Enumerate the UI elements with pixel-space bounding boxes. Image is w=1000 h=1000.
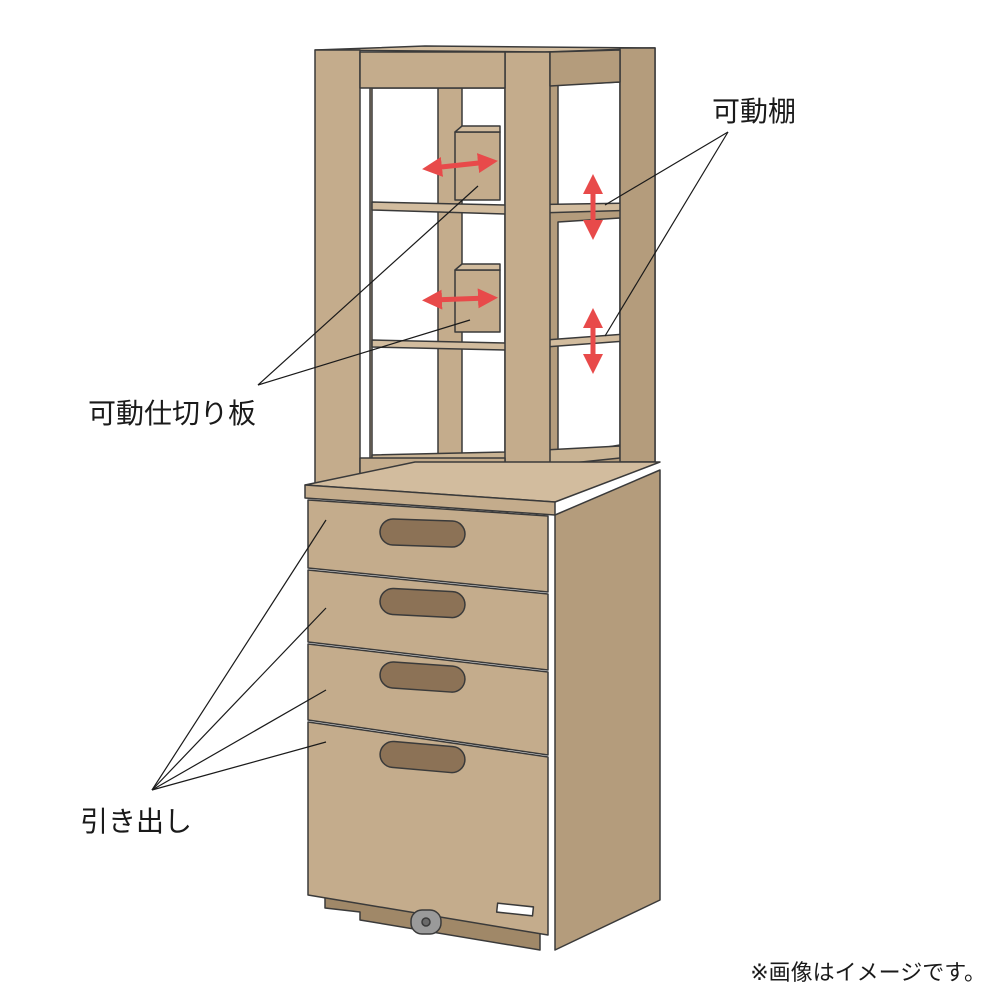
leader-drawer-2 xyxy=(151,607,327,791)
drawer-handle-1 xyxy=(379,518,466,548)
rear-right-post xyxy=(619,47,656,463)
drawer-front-4 xyxy=(307,721,549,936)
label-plate xyxy=(495,902,535,917)
label-drawers: 引き出し xyxy=(80,805,193,838)
side-top-rail xyxy=(549,49,621,87)
label-adjustable-divider: 可動仕切り板 xyxy=(88,397,257,430)
divider-upper-top xyxy=(454,125,501,133)
adjustment-arrows xyxy=(422,153,603,374)
leader-divider-upper xyxy=(257,185,479,386)
leader-drawer-1 xyxy=(151,519,327,791)
drawer-unit-top-front xyxy=(304,484,556,516)
arrow-divider-upper xyxy=(422,153,498,177)
cabinet-illustration xyxy=(304,45,661,951)
leader-shelf-upper xyxy=(604,131,729,206)
drawer-front-3 xyxy=(307,643,549,756)
front-top-rail xyxy=(359,51,506,89)
drawer-handle-3 xyxy=(379,661,466,693)
front-left-post xyxy=(314,49,361,499)
arrow-divider-lower xyxy=(422,288,498,310)
drawer-handle-4 xyxy=(379,740,466,774)
divider-lower-top xyxy=(454,263,501,271)
image-note: ※画像はイメージです。 xyxy=(750,961,986,986)
shelf-right-opening-upper xyxy=(557,81,621,211)
leader-shelf-lower xyxy=(604,131,729,337)
drawer-handle-2 xyxy=(379,587,466,619)
drawer-unit-right-side xyxy=(554,469,661,951)
leader-drawer-3 xyxy=(151,689,327,791)
drawer-front-2 xyxy=(307,569,549,671)
leader-drawer-4 xyxy=(151,741,327,791)
label-adjustable-shelf: 可動棚 xyxy=(712,95,797,128)
caster-hub xyxy=(421,917,431,927)
front-right-post xyxy=(504,51,551,499)
leader-divider-lower xyxy=(257,319,471,386)
leader-lines xyxy=(151,131,729,791)
